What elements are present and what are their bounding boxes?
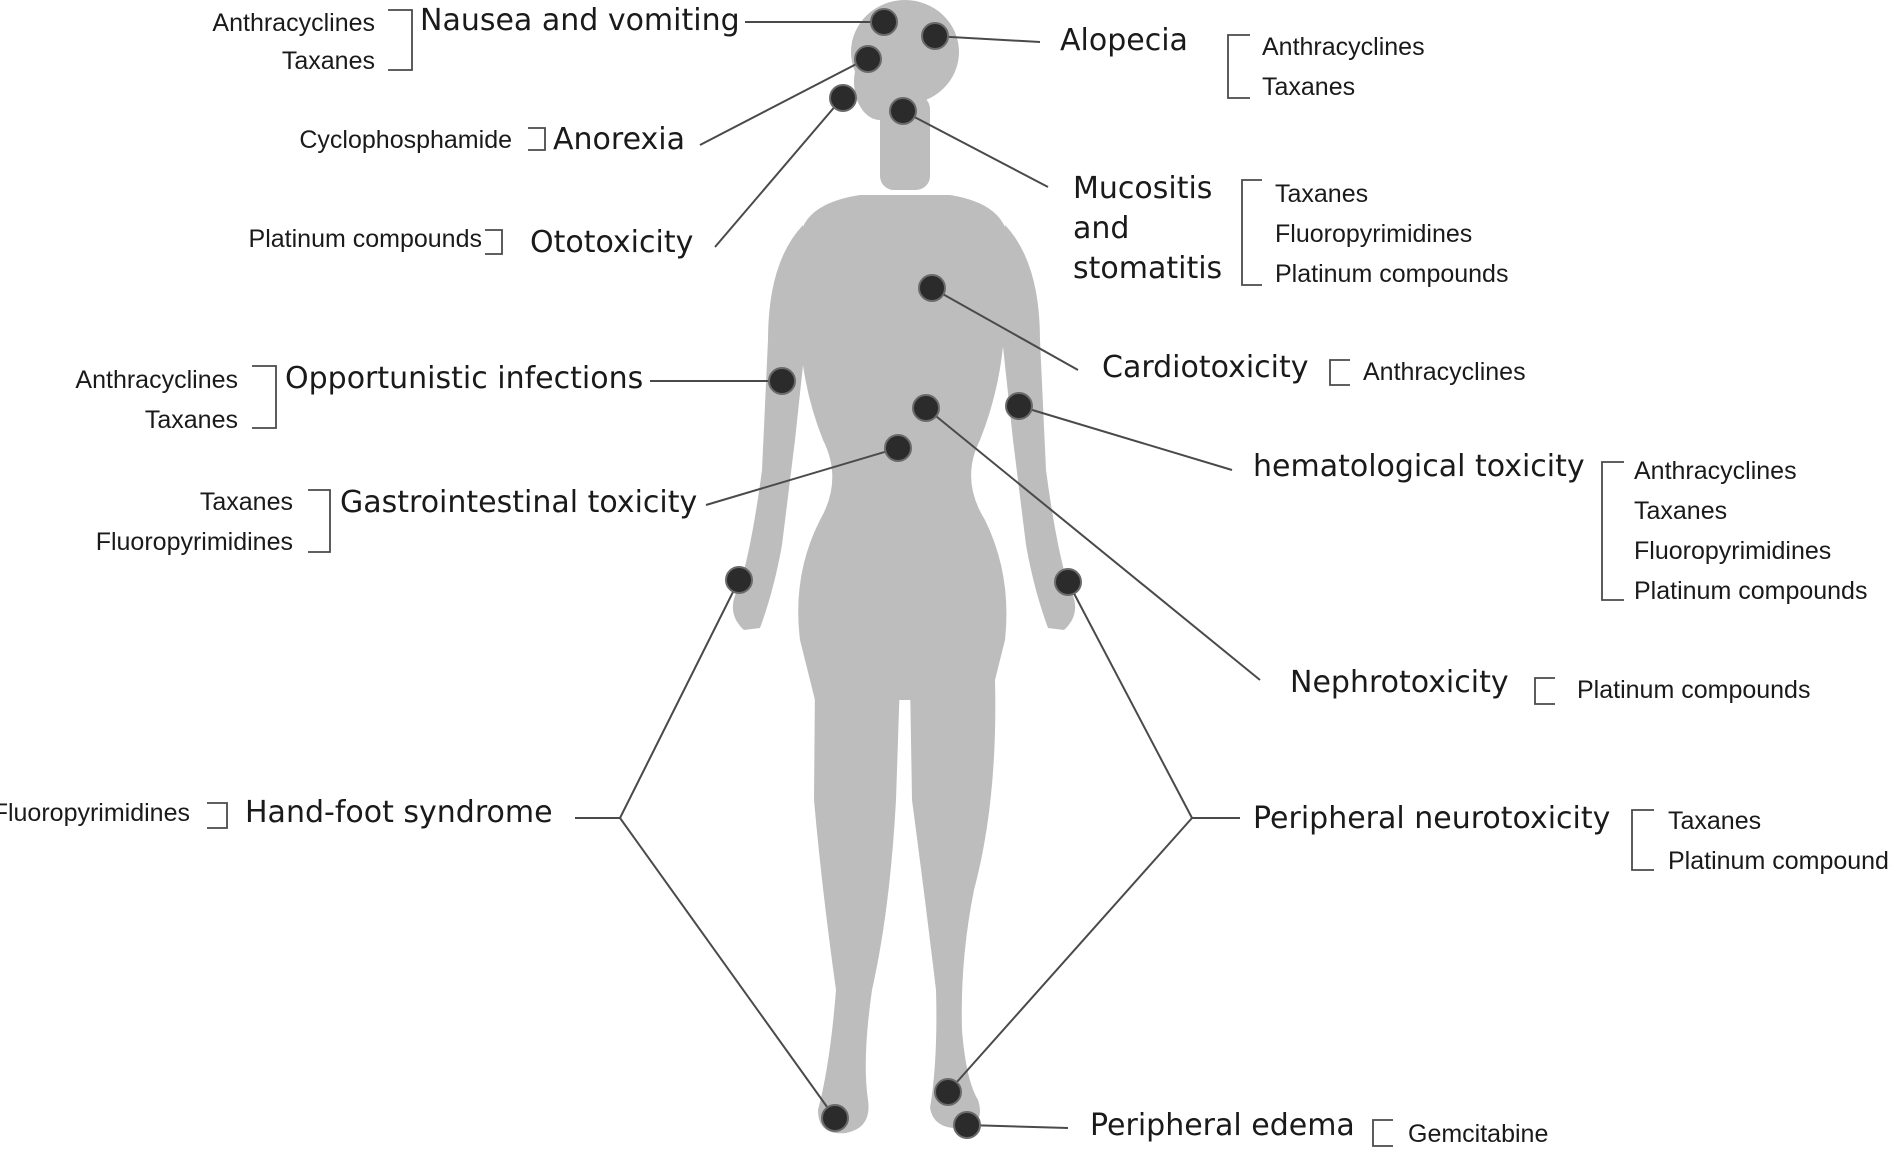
drug-neuro-2: Platinum compounds — [1668, 847, 1890, 875]
marker-ototoxicity — [829, 84, 857, 112]
label-mucositis-line2: and — [1073, 211, 1129, 246]
label-ototoxicity: Ototoxicity — [530, 225, 693, 260]
drug-hemato-2: Taxanes — [1634, 497, 1727, 525]
label-hematological: hematological toxicity — [1253, 449, 1585, 484]
label-alopecia: Alopecia — [1060, 23, 1188, 58]
drug-hand-foot-1: Fluoropyrimidines — [0, 799, 190, 827]
label-mucositis-line3: stomatitis — [1073, 251, 1222, 286]
label-gastrointestinal: Gastrointestinal toxicity — [340, 485, 697, 520]
marker-left-foot — [821, 1104, 849, 1132]
marker-hematological — [1005, 392, 1033, 420]
marker-cardiotoxicity — [918, 274, 946, 302]
drug-infections-1: Anthracyclines — [75, 366, 238, 394]
label-infections: Opportunistic infections — [285, 361, 643, 396]
label-hand-foot: Hand-foot syndrome — [245, 795, 553, 830]
markers — [725, 8, 1082, 1139]
brackets — [207, 9, 1654, 1147]
left-leg — [814, 680, 900, 1134]
drug-nausea-2: Taxanes — [282, 47, 375, 75]
drug-nausea-1: Anthracyclines — [212, 9, 375, 37]
leader-lines — [575, 21, 1261, 1129]
label-anorexia: Anorexia — [553, 122, 685, 157]
marker-right-foot — [934, 1078, 962, 1106]
marker-infections — [768, 367, 796, 395]
label-nephrotoxicity: Nephrotoxicity — [1290, 665, 1509, 700]
drug-mucositis-2: Fluoropyrimidines — [1275, 220, 1472, 248]
label-edema: Peripheral edema — [1090, 1108, 1355, 1143]
drug-neuro-1: Taxanes — [1668, 807, 1761, 835]
drug-alopecia-1: Anthracyclines — [1262, 33, 1425, 61]
drug-gastro-1: Taxanes — [200, 488, 293, 516]
marker-anorexia — [854, 45, 882, 73]
drug-anorexia-1: Cyclophosphamide — [299, 126, 512, 154]
drug-hemato-1: Anthracyclines — [1634, 457, 1797, 485]
drug-mucositis-3: Platinum compounds — [1275, 260, 1508, 288]
label-mucositis-line1: Mucositis — [1073, 171, 1212, 206]
marker-left-hand — [725, 566, 753, 594]
drug-cardio-1: Anthracyclines — [1363, 358, 1526, 386]
marker-nausea — [870, 8, 898, 36]
marker-nephrotoxicity — [912, 394, 940, 422]
drug-hemato-4: Platinum compounds — [1634, 577, 1867, 605]
drug-infections-2: Taxanes — [145, 406, 238, 434]
marker-edema — [953, 1111, 981, 1139]
left-arm — [732, 225, 810, 630]
drug-edema-1: Gemcitabine — [1408, 1120, 1548, 1148]
drug-mucositis-1: Taxanes — [1275, 180, 1368, 208]
drug-nephro-1: Platinum compounds — [1577, 676, 1810, 704]
drug-alopecia-2: Taxanes — [1262, 73, 1355, 101]
right-arm — [998, 225, 1076, 630]
drug-hemato-3: Fluoropyrimidines — [1634, 537, 1831, 565]
marker-alopecia — [921, 22, 949, 50]
marker-gastrointestinal — [884, 434, 912, 462]
label-cardiotoxicity: Cardiotoxicity — [1102, 350, 1309, 385]
drug-ototoxicity-1: Platinum compounds — [249, 225, 482, 253]
drug-gastro-2: Fluoropyrimidines — [96, 528, 293, 556]
body-silhouette — [732, 0, 1076, 1134]
right-leg — [910, 680, 996, 1129]
label-neurotoxicity: Peripheral neurotoxicity — [1253, 801, 1610, 836]
label-nausea: Nausea and vomiting — [420, 3, 740, 38]
marker-right-hand — [1054, 568, 1082, 596]
marker-mucositis — [889, 97, 917, 125]
